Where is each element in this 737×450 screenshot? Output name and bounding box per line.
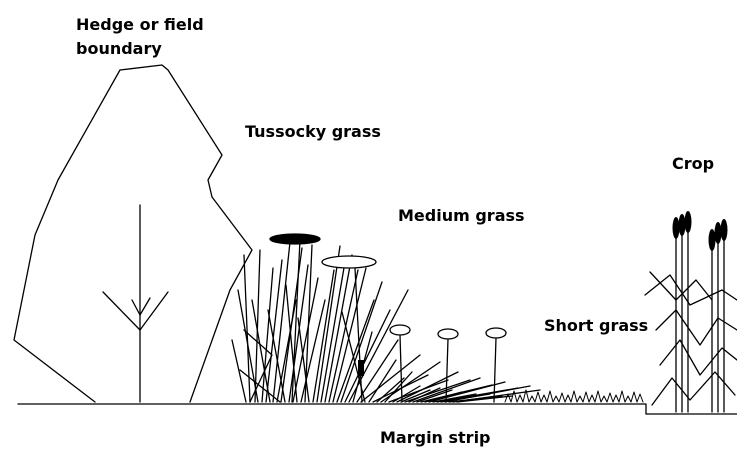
label-medium-grass: Medium grass (398, 205, 525, 227)
flower-head-1 (390, 325, 410, 335)
flower-head-3 (486, 328, 506, 338)
medium-grass (321, 255, 540, 402)
hedge-tree (103, 205, 168, 402)
label-hedge-line2: boundary (76, 38, 162, 60)
hedge-outline (14, 65, 252, 402)
label-short-grass: Short grass (544, 315, 648, 337)
flower-stems (292, 240, 496, 402)
label-crop: Crop (672, 153, 714, 175)
grass-seed-head (358, 360, 364, 376)
flower-head-tall (322, 256, 376, 268)
ground-line (18, 404, 737, 414)
flower-head-2 (438, 329, 458, 339)
tussocky-grass (232, 242, 340, 402)
crop-plants (645, 222, 737, 412)
label-hedge-line1: Hedge or field (76, 14, 204, 36)
crop-ears (673, 211, 728, 251)
label-margin-strip: Margin strip (380, 427, 491, 449)
label-tussocky-grass: Tussocky grass (245, 121, 381, 143)
short-grass (505, 390, 643, 402)
flower-head-dark (270, 234, 320, 244)
